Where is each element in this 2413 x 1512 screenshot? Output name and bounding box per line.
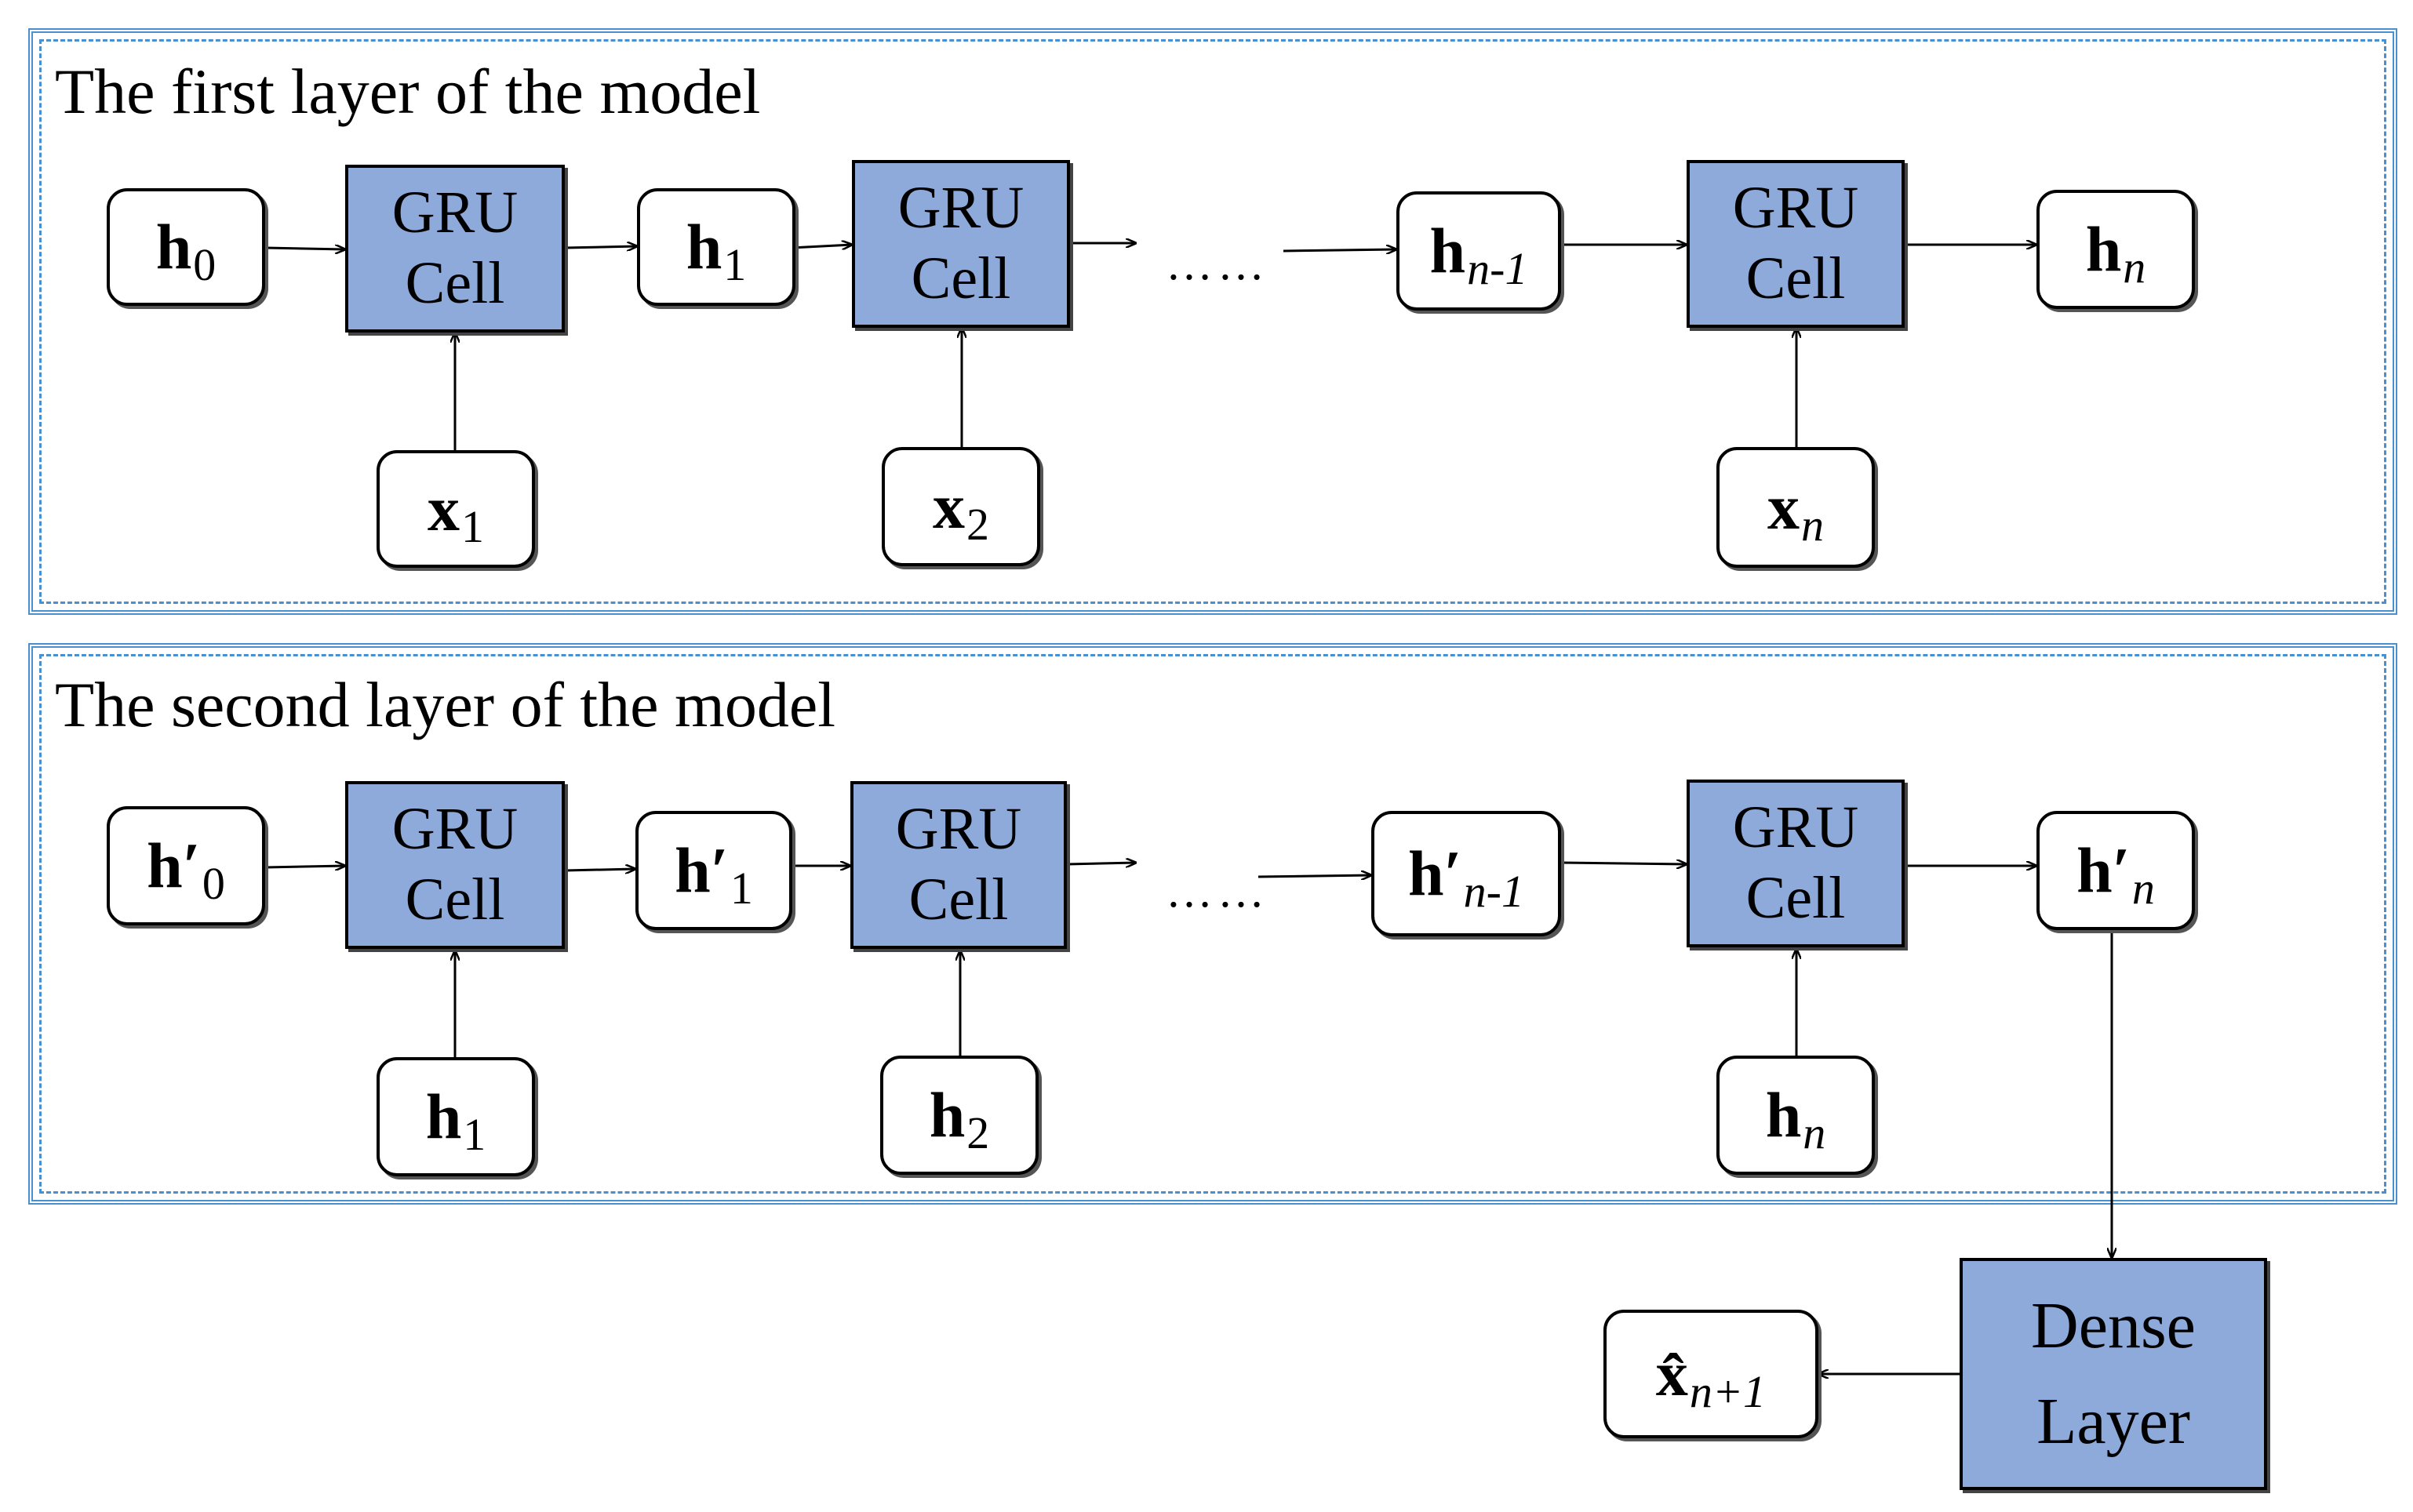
gru-cell: GRU Cell — [850, 781, 1067, 949]
input-symbol: h — [1765, 1079, 1802, 1150]
state-subscript: n-1 — [1463, 865, 1524, 917]
arrow-hpn1-cell3 — [1560, 863, 1687, 864]
gru-cell: GRU Cell — [852, 160, 1070, 328]
state-subscript: 1 — [723, 238, 747, 290]
state-subscript: n — [2131, 862, 2155, 914]
gru-cell-label-line1: GRU — [1732, 794, 1859, 861]
gru-cell-label-line1: GRU — [897, 175, 1025, 242]
output-subscript: n+1 — [1689, 1365, 1767, 1417]
gru-cell-label-line2: Cell — [405, 250, 505, 316]
first-layer-frame-inner — [39, 39, 2386, 604]
arrow-prev-hn1 — [1283, 249, 1396, 251]
state-node: h′1 — [635, 811, 792, 930]
gru-cell-label-line1: GRU — [1732, 175, 1859, 242]
ellipsis: …… — [1166, 865, 1269, 917]
first-layer-title: The first layer of the model — [55, 56, 761, 127]
state-symbol: h — [2076, 834, 2113, 906]
second-layer-title: The second layer of the model — [55, 669, 836, 740]
input-symbol: h — [929, 1079, 966, 1150]
state-subscript: 0 — [202, 857, 225, 909]
input-symbol: h — [425, 1081, 462, 1152]
state-symbol: h — [686, 211, 722, 282]
state-symbol: h — [155, 211, 192, 282]
arrow-h0-cell1 — [264, 248, 345, 249]
arrow-h1-cell2 — [792, 245, 852, 248]
input-symbol: x — [1767, 471, 1800, 543]
state-node: h′n — [2036, 811, 2195, 930]
gru-cell-label-line2: Cell — [911, 245, 1011, 311]
arrow-cell2-next2 — [1066, 863, 1136, 864]
dense-layer: Dense Layer — [1960, 1258, 2267, 1490]
state-symbol: h — [675, 834, 711, 906]
first-layer-frame — [28, 28, 2397, 615]
arrow-cell1-hp1 — [564, 869, 635, 870]
gru-cell-label-line2: Cell — [405, 867, 505, 932]
state-node: h′n-1 — [1371, 811, 1561, 936]
state-symbol: h — [2085, 213, 2122, 285]
state-prime: ′ — [182, 830, 201, 901]
gru-cell-label-line2: Cell — [1745, 245, 1846, 311]
input-subscript: 1 — [461, 500, 484, 552]
output-node: x̂n+1 — [1603, 1310, 1818, 1438]
state-node: h′0 — [107, 806, 265, 925]
state-symbol: h — [1408, 838, 1444, 909]
arrow-hp0-cell1 — [264, 866, 345, 867]
second-layer-frame-inner — [39, 654, 2386, 1194]
state-symbol: h — [147, 830, 183, 901]
arrow-prev-hpn1 — [1257, 875, 1371, 877]
state-subscript: n — [2123, 241, 2146, 293]
gru-cell: GRU Cell — [345, 165, 565, 333]
state-subscript: 0 — [193, 238, 217, 290]
input-subscript: n — [1803, 1107, 1826, 1158]
input-subscript: 2 — [966, 498, 989, 550]
input-subscript: n — [1801, 499, 1824, 551]
state-prime: ′ — [1443, 838, 1462, 909]
dense-layer-label-line1: Dense — [2031, 1289, 2196, 1363]
input-symbol: x — [933, 471, 965, 542]
arrow-cell1-h1 — [564, 246, 637, 248]
second-layer-frame — [28, 643, 2397, 1205]
state-subscript: 1 — [730, 862, 753, 914]
gru-cell-label-line1: GRU — [391, 796, 519, 863]
dense-layer-label-line2: Layer — [2036, 1385, 2190, 1458]
gru-cell: GRU Cell — [1687, 160, 1905, 328]
output-symbol: x̂ — [1655, 1338, 1688, 1409]
gru-cell: GRU Cell — [1687, 780, 1905, 947]
state-subscript: n-1 — [1467, 242, 1528, 294]
ellipsis: …… — [1166, 238, 1269, 289]
state-prime: ′ — [710, 834, 729, 906]
gru-cell-label-line1: GRU — [895, 796, 1022, 863]
gru-cell-label-line1: GRU — [391, 180, 519, 246]
input-subscript: 2 — [966, 1107, 990, 1158]
gru-cell-label-line2: Cell — [1745, 865, 1846, 931]
state-symbol: h — [1429, 215, 1466, 286]
input-symbol: x — [428, 473, 460, 544]
gru-cell-label-line2: Cell — [908, 867, 1009, 932]
input-subscript: 1 — [463, 1108, 486, 1160]
gru-cell: GRU Cell — [345, 781, 565, 949]
state-prime: ′ — [2112, 834, 2131, 906]
